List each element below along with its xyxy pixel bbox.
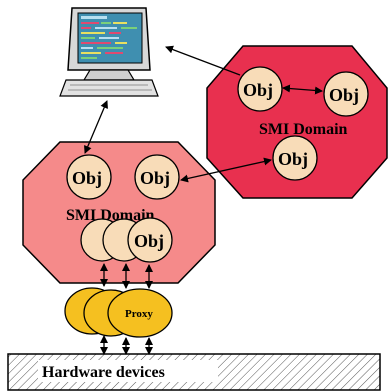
proxy-ellipse-front xyxy=(107,288,173,338)
obj-label-lower-left: Obj xyxy=(72,168,102,188)
obj-label-upper-right: Obj xyxy=(329,85,359,105)
hardware-devices-label: Hardware devices xyxy=(42,364,165,381)
arrow-lower-to-upper-domain xyxy=(180,157,272,183)
arrow-upper-domain-to-computer xyxy=(165,45,241,76)
obj-circle-lower-left xyxy=(66,154,112,200)
connection-arrows xyxy=(84,45,323,355)
upper-domain-label: SMI Domain xyxy=(259,121,348,138)
arrow-upper-objs xyxy=(282,84,323,95)
obj-label-upper-left: Obj xyxy=(243,80,273,100)
obj-circle-lower-right xyxy=(134,154,180,200)
obj-circle-upper-right xyxy=(323,71,369,117)
obj-label-stack: Obj xyxy=(134,231,164,251)
obj-label-upper-bottom: Obj xyxy=(278,149,308,169)
arrow-computer-lower-domain xyxy=(84,100,108,154)
obj-circle-stack-front xyxy=(127,217,173,263)
obj-label-lower-right: Obj xyxy=(140,168,170,188)
computer-monitor-icon xyxy=(59,7,159,97)
obj-circle-upper-bottom xyxy=(272,135,318,181)
lower-domain-label: SMI Domain xyxy=(66,207,155,224)
obj-circle-upper-left xyxy=(237,66,283,112)
proxy-label: Proxy xyxy=(125,308,153,320)
